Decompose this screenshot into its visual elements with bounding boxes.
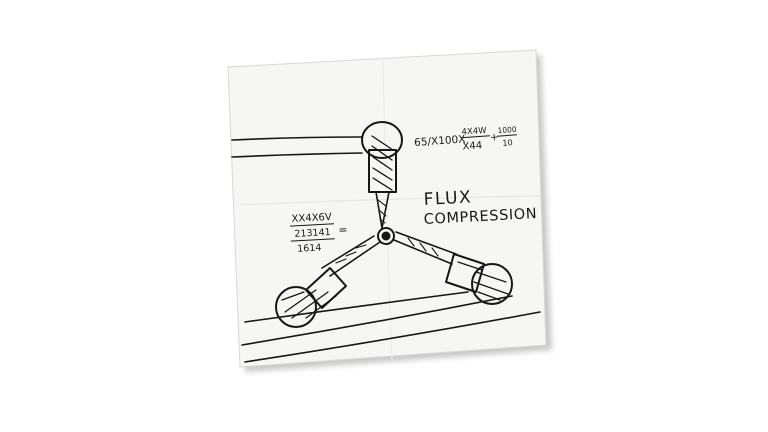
electrode-left — [275, 235, 381, 328]
electrode-right-body — [445, 253, 485, 293]
wire-bottom-1 — [244, 291, 469, 323]
formula-left-bar1 — [289, 223, 334, 227]
electrode-right-rod — [393, 231, 457, 265]
paper-crease — [239, 195, 541, 206]
formula-top-main: 65/X100X — [414, 133, 466, 149]
formula-top-plus-denominator: 10 — [502, 138, 513, 148]
formula-top: 65/X100X 4X4W X44 + 1000 10 — [414, 125, 517, 153]
hub-core — [381, 231, 391, 241]
wire-top-lower — [231, 152, 363, 158]
formula-top-fraction-bar — [460, 135, 490, 139]
electrode-right-cap — [471, 263, 513, 305]
center-hub — [377, 227, 395, 245]
electrode-left-rod-hatch — [335, 244, 367, 264]
electrode-left-hatch — [281, 289, 337, 319]
formula-left-line1: XX4X6V — [291, 212, 332, 225]
electrode-right-rod-hatch — [407, 237, 439, 257]
electrode-top-body — [368, 149, 397, 193]
formula-top-plus: + — [490, 132, 499, 144]
electrode-top-cap — [361, 121, 403, 159]
electrode-right-hatch — [457, 261, 509, 301]
formula-left-equals: = — [338, 223, 348, 236]
paper-crease — [382, 59, 393, 361]
wire-bottom-2 — [241, 295, 513, 346]
wires — [231, 136, 541, 363]
hub-ring — [377, 227, 395, 245]
wire-top-upper — [231, 136, 363, 141]
electrode-left-rod — [321, 235, 381, 277]
electrode-left-cap — [275, 286, 317, 328]
electrode-right — [393, 231, 513, 305]
electrode-top-hatch — [371, 135, 394, 191]
formula-top-denominator: X44 — [462, 140, 482, 152]
formula-left: XX4X6V 213141 1614 = — [289, 212, 348, 255]
formula-left-line2: 213141 — [294, 227, 331, 240]
formula-top-plus-bar — [496, 134, 517, 137]
formula-top-numerator: 4X4W — [461, 126, 487, 138]
formula-top-plus-numerator: 1000 — [497, 125, 517, 135]
formula-left-bar2 — [290, 238, 335, 242]
electrode-top — [361, 121, 403, 229]
electrode-top-rod-hatch — [377, 199, 387, 224]
wire-bottom-3 — [244, 311, 541, 363]
electrode-left-body — [305, 267, 347, 309]
formula-left-line3: 1614 — [297, 243, 322, 255]
heading-flux: FLUX — [423, 187, 472, 210]
heading-compression: COMPRESSION — [423, 206, 537, 228]
